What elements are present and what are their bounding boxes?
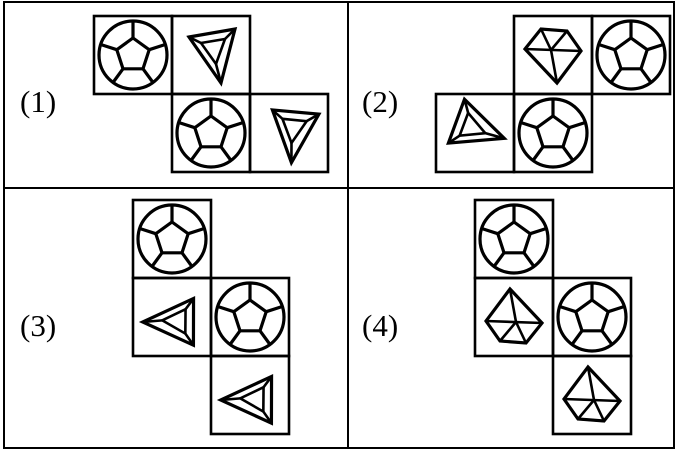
- panel-1: (1): [20, 14, 330, 174]
- soccer-ball-icon: [517, 97, 589, 169]
- panel-3: (3): [20, 198, 291, 436]
- soccer-ball-icon: [214, 281, 286, 353]
- triangle-icon: [187, 27, 237, 85]
- outer-frame: [3, 1, 675, 449]
- panel-4-label: (4): [362, 308, 398, 343]
- panel-4: (4): [362, 198, 633, 436]
- triangle-icon: [439, 97, 513, 168]
- panel-3-label: (3): [20, 308, 56, 343]
- triangle-icon: [138, 288, 204, 347]
- panel-2: (2): [362, 14, 672, 174]
- panel-3-net: [131, 198, 291, 436]
- panel-1-net: [92, 14, 330, 174]
- diamond-icon: [484, 287, 544, 345]
- soccer-ball-icon: [175, 97, 247, 169]
- soccer-ball-icon: [97, 19, 169, 91]
- panel-2-net: [434, 14, 672, 174]
- soccer-ball-icon: [136, 203, 208, 275]
- triangle-icon: [216, 366, 282, 425]
- panel-1-label: (1): [20, 84, 56, 119]
- diamond-icon: [562, 365, 622, 423]
- soccer-ball-icon: [478, 203, 550, 275]
- soccer-ball-icon: [556, 281, 628, 353]
- soccer-ball-icon: [595, 19, 667, 91]
- diamond-icon: [523, 27, 583, 85]
- triangle-icon: [258, 100, 321, 168]
- panel-4-net: [473, 198, 633, 436]
- panel-2-label: (2): [362, 84, 398, 119]
